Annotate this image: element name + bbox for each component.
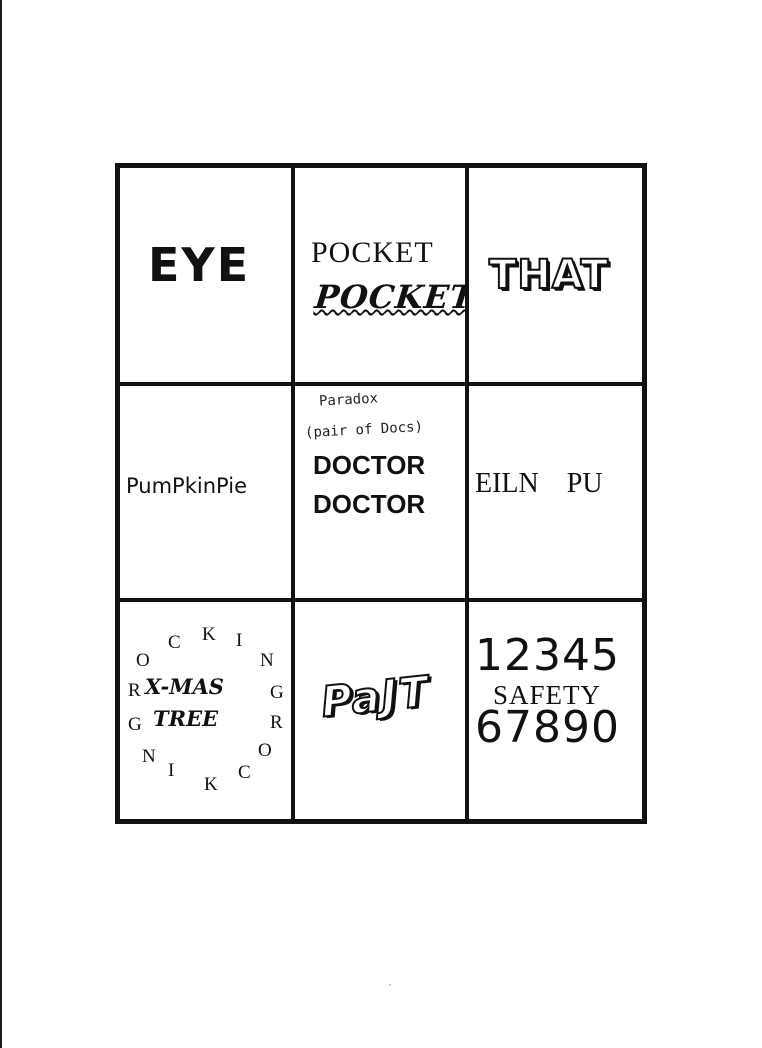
puzzle-text-numbers: 12345 (475, 630, 620, 681)
puzzle-cell-eye: EYE (120, 168, 295, 386)
circle-letter: O (258, 740, 272, 761)
puzzle-text-gothic: X-MAS (145, 674, 224, 699)
page-edge-line (0, 0, 2, 1048)
puzzle-text: DOCTOR (313, 450, 426, 480)
puzzle-text: SAFETY (493, 680, 602, 710)
puzzle-text: EILN PU (475, 468, 603, 499)
puzzle-text: DOCTOR (313, 489, 426, 519)
circle-letter: N (260, 650, 274, 671)
puzzle-text-flaming: POCKET (313, 278, 469, 316)
puzzle-cell-pocket: POCKET POCKET (295, 168, 469, 386)
puzzle-text: POCKET (311, 236, 434, 269)
rebus-puzzle-grid: EYE POCKET POCKET THAT PumPkinPie Parado… (115, 163, 647, 824)
circle-letter: G (270, 682, 284, 703)
circle-letter: R (270, 712, 283, 733)
puzzle-text: PumPkinPie (126, 474, 247, 498)
puzzle-text-3d: THAT (488, 251, 609, 299)
circle-letter: G (128, 714, 142, 735)
puzzle-cell-that: THAT (469, 168, 642, 386)
puzzle-cell-rocking: X-MAS TREE R O C K I N G R O C K I N G (120, 602, 295, 819)
circle-letter: C (238, 762, 251, 783)
puzzle-text: EYE (148, 238, 251, 292)
circle-letter: R (128, 680, 141, 701)
paper-speck (389, 984, 391, 986)
circle-letter: N (142, 746, 156, 767)
handwritten-note: (pair of Docs) (304, 418, 424, 442)
circle-letter: I (236, 630, 243, 651)
circle-letter: K (204, 774, 218, 795)
circle-letter: O (136, 650, 150, 671)
puzzle-cell-part: PaJT (295, 602, 469, 819)
circle-letter: K (202, 624, 216, 645)
puzzle-cell-eiln: EILN PU (469, 386, 642, 602)
puzzle-text-outline: PaJT (318, 665, 433, 727)
handwritten-note: Paradox (318, 390, 379, 410)
circle-letter: C (168, 632, 181, 653)
puzzle-cell-safety: 12345 SAFETY 67890 (469, 602, 642, 819)
puzzle-text-numbers: 67890 (475, 702, 620, 753)
puzzle-cell-pumpkin: PumPkinPie (120, 386, 295, 602)
puzzle-cell-doctor: Paradox (pair of Docs) DOCTOR DOCTOR (295, 386, 469, 602)
circle-letter: I (168, 760, 175, 781)
puzzle-text-gothic: TREE (153, 706, 219, 731)
